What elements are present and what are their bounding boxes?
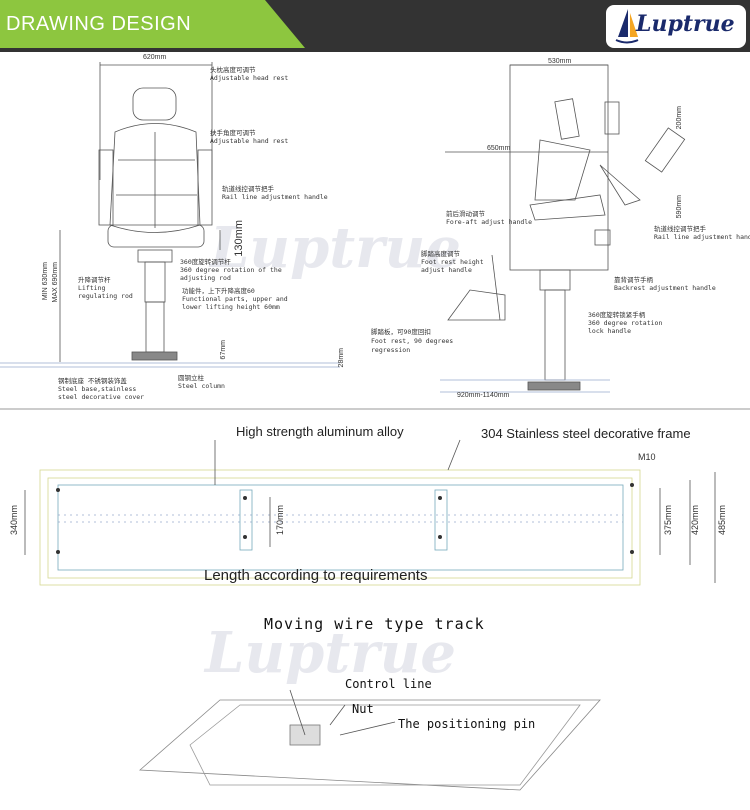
functional-en-1: Functional parts, upper and: [182, 295, 288, 303]
footfold-en-1: Foot rest, 90 degrees: [371, 337, 454, 345]
header-bar: DRAWING DESIGN Luptrue: [0, 0, 750, 52]
section-divider: [0, 408, 750, 410]
front-rail-en: Rail line adjustment handle: [222, 193, 328, 201]
track-title: Moving wire type track: [264, 615, 485, 633]
column-en: Steel column: [178, 382, 225, 390]
base-dim: 67mm: [220, 340, 227, 360]
dim-340: 340mm: [9, 505, 19, 536]
header-tab: [0, 0, 305, 48]
foreaft-cn: 前后滑动调节: [446, 210, 485, 218]
rotation-cn: 360度旋转调节杆: [180, 258, 231, 266]
bolt-label: M10: [638, 452, 656, 462]
foreaft-en: Fore-aft adjust handle: [446, 218, 533, 226]
footrest-en-1: Foot rest height: [421, 258, 484, 266]
footrest-en-2: adjust handle: [421, 266, 472, 274]
watermark-logo: Luptrue: [210, 215, 461, 281]
minmax-dim-1: MIN 630mm: [42, 262, 49, 301]
floor-dim: 28mm: [338, 348, 345, 368]
sail-icon: [615, 9, 639, 44]
footrest-cn: 脚踏高度调节: [421, 250, 460, 258]
range-dim: 920mm-1140mm: [457, 392, 510, 399]
side-width-dim: 530mm: [548, 58, 572, 65]
control-line-label: Control line: [345, 677, 432, 691]
headrest-en: Adjustable head rest: [210, 74, 289, 82]
frame-label: 304 Stainless steel decorative frame: [481, 426, 691, 441]
base-cn: 钢制底座 不锈钢装饰盖: [58, 377, 127, 385]
base-en-1: Steel base,stainless: [58, 385, 137, 393]
dim-170: 170mm: [275, 505, 285, 536]
backrest-cn: 靠背调节手柄: [614, 276, 653, 284]
lock-en-1: 360 degree rotation: [588, 319, 663, 327]
depth-dim: 650mm: [487, 145, 511, 152]
pin-label: The positioning pin: [398, 717, 536, 731]
functional-cn: 功能件，上下升降高度60: [182, 287, 255, 295]
page-title: DRAWING DESIGN: [6, 13, 192, 35]
footfold-cn: 脚踏板，可90度回扣: [371, 328, 431, 336]
footfold-en-2: regression: [371, 346, 411, 354]
alloy-label: High strength aluminum alloy: [236, 424, 404, 439]
armrest-cn: 扶手角度可调节: [210, 129, 256, 137]
dim-375: 375mm: [663, 505, 673, 536]
rotation-en-1: 360 degree rotation of the: [180, 266, 282, 274]
lifting-cn: 升降调节杆: [78, 276, 111, 284]
side-rail-en: Rail line adjustment handle: [654, 233, 750, 241]
nut-label: Nut: [352, 702, 374, 716]
lifting-en-1: Lifting: [78, 284, 106, 292]
lock-cn: 360度旋转锁紧手柄: [588, 311, 646, 319]
brand-name: Luptrue: [636, 11, 735, 37]
front-width-dim: 620mm: [143, 54, 167, 61]
armrest-en: Adjustable hand rest: [210, 137, 289, 145]
top-dim: 200mm: [676, 106, 683, 130]
lifting-en-2: regulating rod: [78, 292, 133, 300]
side-height-dim: 590mm: [676, 195, 683, 219]
base-en-2: steel decorative cover: [58, 393, 145, 401]
minmax-dim-2: MAX 690mm: [52, 262, 59, 303]
headrest-cn: 头枕高度可调节: [210, 66, 256, 74]
dim-485: 485mm: [717, 505, 727, 536]
watermark-logo: Luptrue: [205, 620, 456, 686]
front-rail-cn: 轨道线控调节把手: [222, 185, 274, 193]
rotation-en-2: adjusting rod: [180, 274, 231, 282]
brand-logo: Luptrue: [606, 5, 746, 48]
dim-420: 420mm: [690, 505, 700, 536]
backrest-en: Backrest adjustment handle: [614, 284, 716, 292]
length-label: Length according to requirements: [204, 567, 428, 584]
lock-en-2: lock handle: [588, 327, 632, 335]
column-cn: 圆钢立柱: [178, 374, 204, 382]
functional-en-2: lower lifting height 60mm: [182, 303, 280, 311]
side-rail-cn: 轨道线控调节把手: [654, 225, 706, 233]
seat-height-dim: 130mm: [233, 220, 245, 257]
